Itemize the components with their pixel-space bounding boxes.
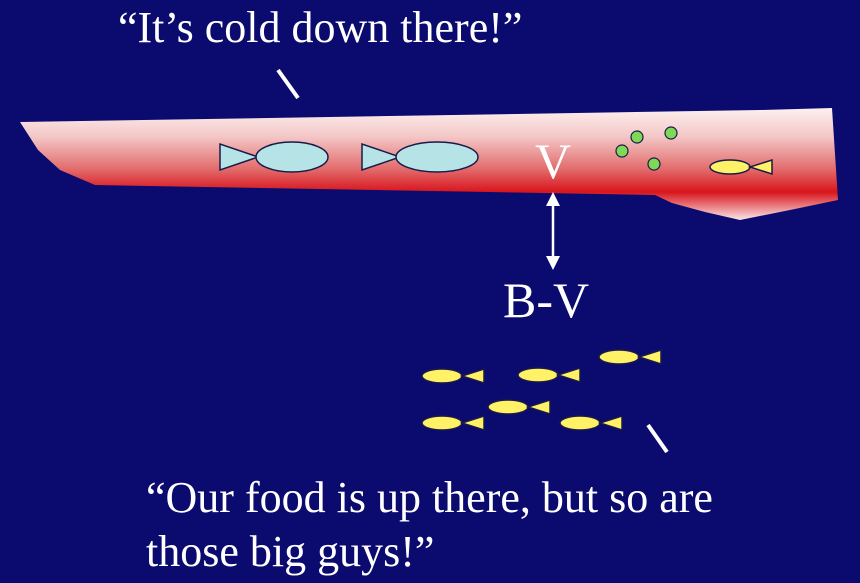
- top-quote-pointer: [278, 70, 298, 98]
- small-fish-icon: [422, 416, 484, 430]
- small-fish-icon: [488, 400, 550, 414]
- small-fish-icon: [422, 369, 484, 383]
- bottom-quote-pointer: [648, 425, 667, 452]
- small-fish-icon: [560, 416, 622, 430]
- double-arrow-icon: [546, 192, 560, 270]
- v-label: V: [535, 133, 571, 189]
- small-fish-quote: “Our food is up there, but so are those …: [146, 471, 786, 579]
- small-fish-icon: [518, 368, 580, 382]
- deep-fish-quote: “It’s cold down there!”: [118, 2, 522, 54]
- small-fish-icon: [599, 350, 661, 364]
- b-v-label: B-V: [503, 272, 589, 328]
